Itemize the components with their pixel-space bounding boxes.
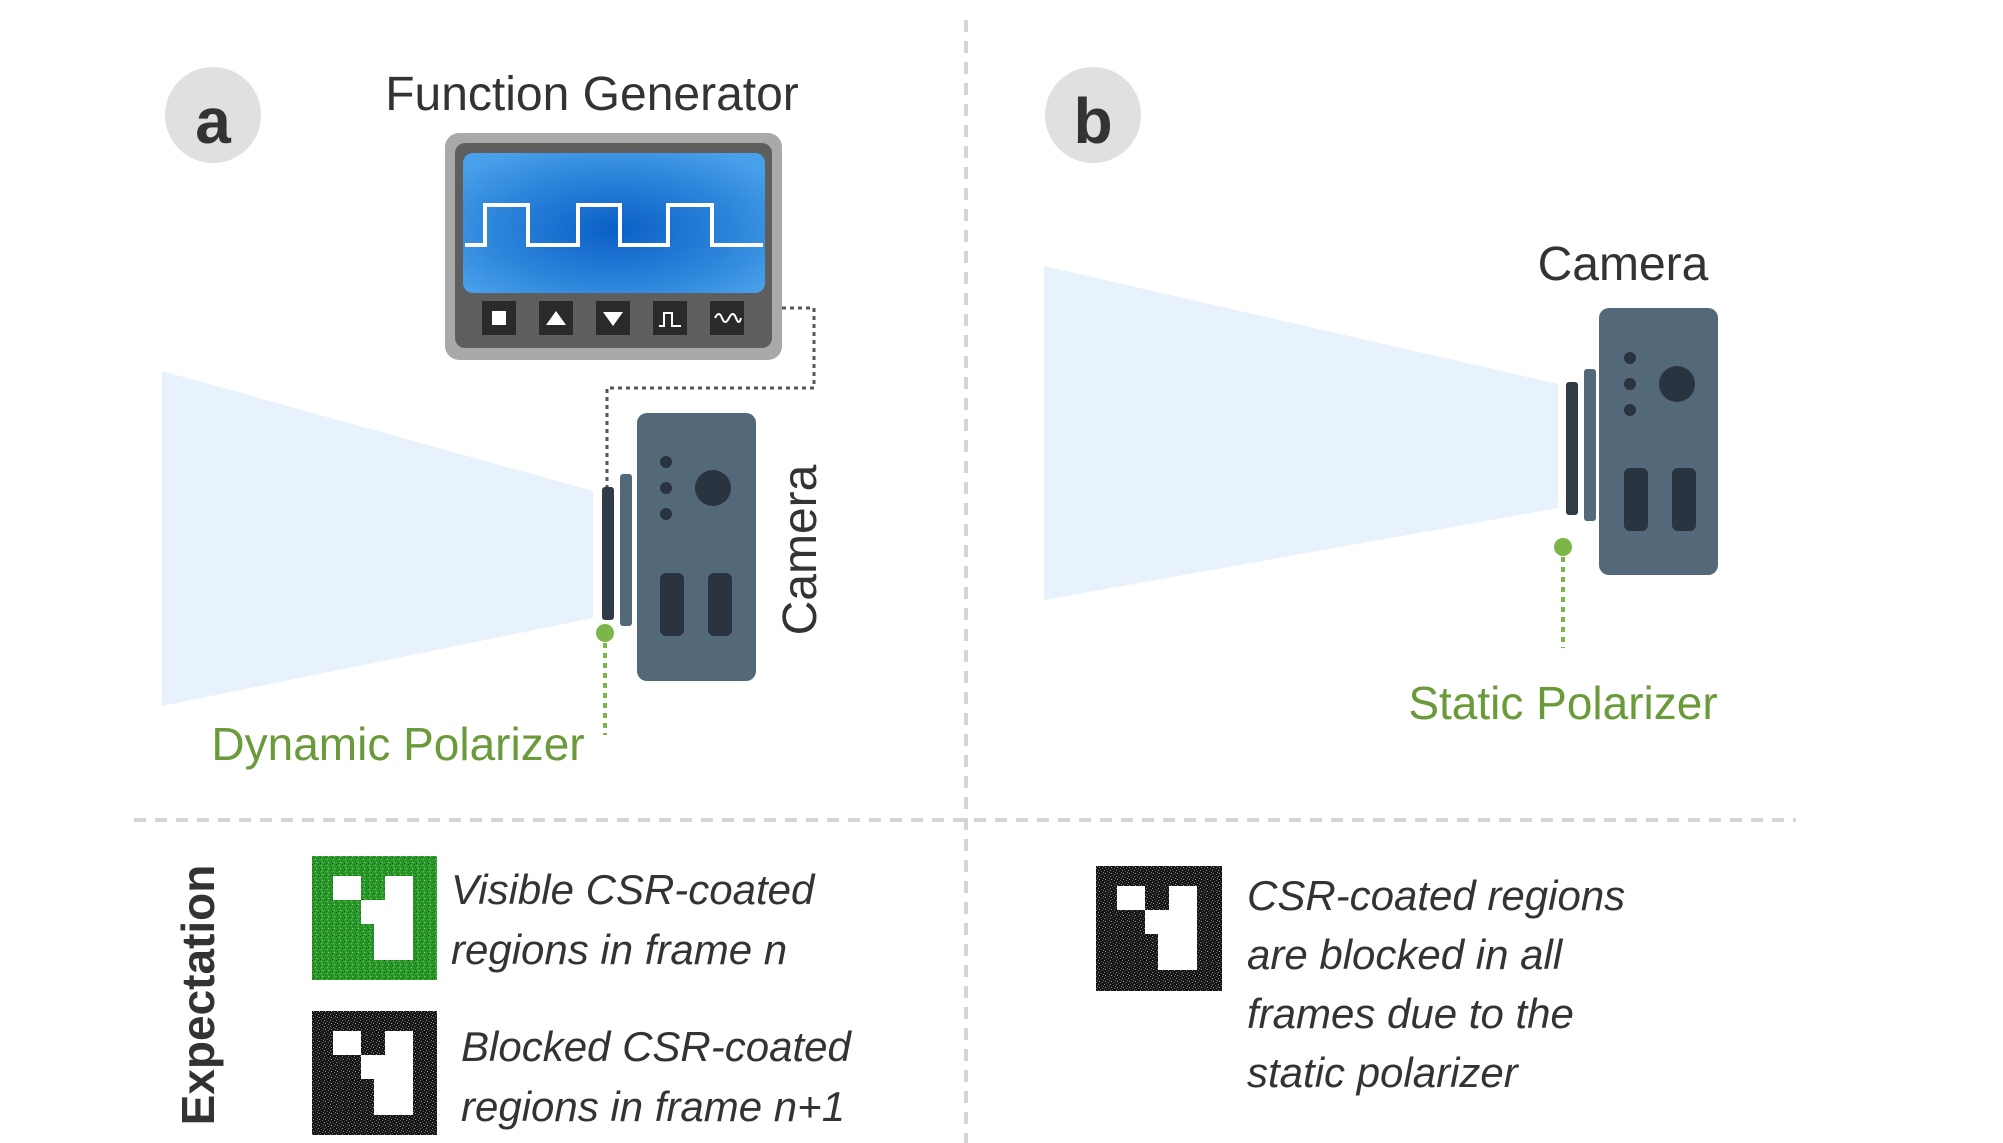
field-of-view-beam-b bbox=[1044, 266, 1558, 600]
visible-caption-line1: Visible CSR-coated bbox=[451, 866, 816, 913]
dynamic-polarizer-label: Dynamic Polarizer bbox=[211, 718, 584, 770]
static-polarizer-label: Static Polarizer bbox=[1408, 677, 1717, 729]
camera-a bbox=[602, 413, 756, 681]
visible-marker bbox=[312, 856, 437, 980]
blocked-caption-line2: regions in frame n+1 bbox=[461, 1083, 845, 1130]
camera-b-body bbox=[1599, 308, 1718, 575]
panel-b: b Camera Static Polarizer bbox=[1044, 67, 1718, 729]
panel-a: a Function Generator bbox=[162, 67, 827, 770]
camera-a-body bbox=[637, 413, 756, 681]
camera-b-label: Camera bbox=[1538, 238, 1709, 291]
function-generator-label: Function Generator bbox=[385, 68, 799, 121]
function-generator bbox=[445, 133, 782, 360]
square-wave-trace bbox=[465, 203, 763, 247]
square-wave-icon[interactable] bbox=[653, 301, 687, 335]
expectation-section: Expectation Visible CSR-coated regions i… bbox=[172, 856, 1625, 1135]
field-of-view-beam-a bbox=[162, 371, 593, 706]
panel-b-badge bbox=[1045, 67, 1141, 163]
generator-button-row bbox=[482, 301, 744, 335]
blocked-marker bbox=[312, 1011, 437, 1135]
panel-a-label: a bbox=[195, 85, 231, 157]
static-caption-line3: frames due to the bbox=[1247, 990, 1574, 1037]
blocked-caption-line1: Blocked CSR-coated bbox=[461, 1023, 852, 1070]
static-caption-line1: CSR-coated regions bbox=[1247, 872, 1625, 919]
panel-a-badge bbox=[165, 67, 261, 163]
camera-b bbox=[1566, 308, 1718, 575]
generator-cable bbox=[605, 306, 816, 488]
dynamic-polarizer-dot bbox=[596, 624, 614, 642]
expectation-heading: Expectation bbox=[172, 865, 224, 1126]
camera-a-label: Camera bbox=[774, 464, 827, 635]
static-polarizer-dot bbox=[1554, 538, 1572, 556]
static-blocked-marker bbox=[1096, 866, 1222, 991]
static-caption-line2: are blocked in all bbox=[1247, 931, 1564, 978]
panel-b-label: b bbox=[1073, 85, 1112, 157]
visible-caption-line2: regions in frame n bbox=[451, 926, 787, 973]
generator-screen bbox=[463, 153, 765, 293]
static-caption-line4: static polarizer bbox=[1247, 1049, 1520, 1096]
